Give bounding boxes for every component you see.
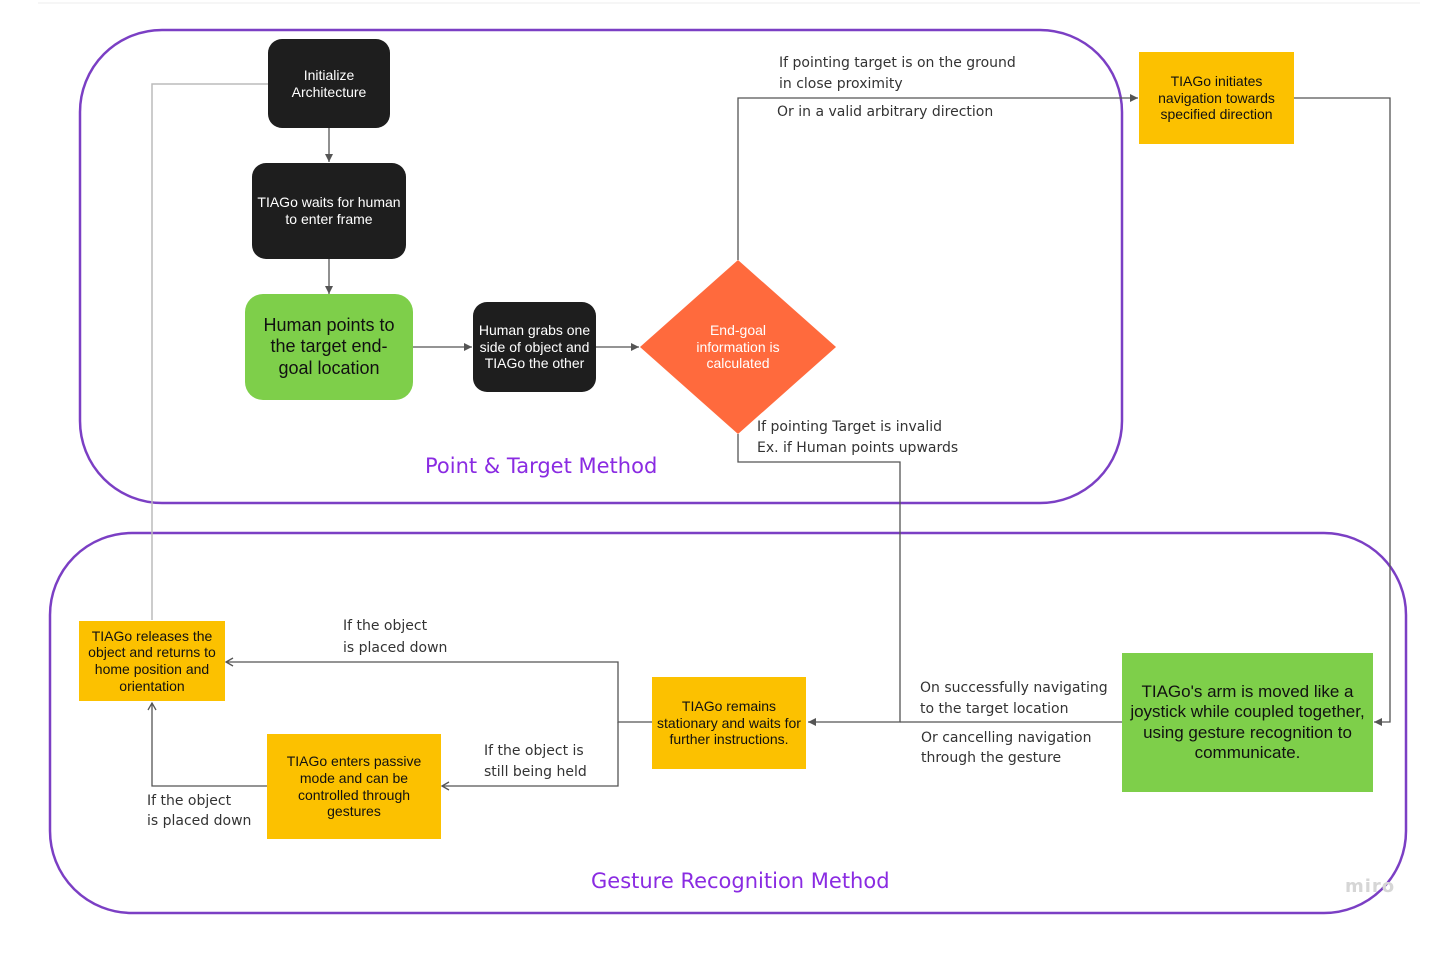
placed-down-a-label-line1: If the object (343, 618, 428, 634)
initiates-navigation-text: TIAGo initiates navigation towards speci… (1158, 73, 1275, 123)
connector-navigation-to-arm (1294, 97, 1391, 726)
valid-target-label-line1: If pointing target is on the ground (779, 55, 1016, 71)
success-nav-label-line1: On successfully navigating (920, 680, 1108, 696)
human-points-text: Human points to the target end-goal loca… (263, 315, 395, 378)
cancel-nav-label-line2: through the gesture (921, 750, 1062, 766)
connector-decision-to-navigation (737, 94, 1138, 260)
point-target-group-title: Point & Target Method (425, 454, 658, 478)
invalid-target-label-line2: Ex. if Human points upwards (757, 440, 959, 456)
miro-watermark-logo: miro (1345, 876, 1396, 897)
placed-down-a-label-line2: is placed down (343, 640, 448, 656)
gesture-group-title: Gesture Recognition Method (591, 869, 890, 893)
human-grabs-node: Human grabs one side of object and TIAGo… (473, 302, 596, 392)
invalid-target-label-line1: If pointing Target is invalid (757, 419, 943, 435)
still-held-label-line1: If the object is (484, 743, 584, 759)
connector-passive-to-release (147, 701, 267, 787)
passive-mode-text: TIAGo enters passive mode and can be con… (286, 753, 422, 820)
cancel-nav-label-line1: Or cancelling navigation (921, 730, 1092, 746)
arm-joystick-text: TIAGo's arm is moved like a joystick whi… (1130, 682, 1365, 762)
end-goal-decision-diamond (640, 260, 836, 434)
point-target-group-frame (78, 28, 1124, 505)
connector-release-to-initialize (151, 83, 268, 620)
initiates-navigation-node: TIAGo initiates navigation towards speci… (1139, 52, 1294, 144)
initialize-architecture-text: Initialize Architecture (291, 66, 367, 100)
remains-stationary-node: TIAGo remains stationary and waits for f… (652, 677, 806, 769)
remains-stationary-text: TIAGo remains stationary and waits for f… (657, 698, 801, 748)
still-held-label-line2: still being held (484, 764, 587, 780)
placed-down-b-label-line2: is placed down (147, 813, 252, 829)
human-points-node: Human points to the target end-goal loca… (245, 294, 413, 400)
releases-object-text: TIAGo releases the object and returns to… (88, 627, 216, 694)
waits-for-human-text: TIAGo waits for human to enter frame (257, 194, 401, 227)
valid-target-label-line3: Or in a valid arbitrary direction (777, 104, 994, 120)
end-goal-text-box: End-goal information is calculated (682, 318, 794, 376)
end-goal-text: End-goal information is calculated (696, 322, 780, 372)
valid-target-label-line2: in close proximity (779, 76, 903, 92)
waits-for-human-node: TIAGo waits for human to enter frame (252, 163, 406, 259)
success-nav-label-line2: to the target location (920, 701, 1069, 717)
connector-stationary-to-passive (440, 722, 619, 791)
releases-object-node: TIAGo releases the object and returns to… (79, 621, 225, 701)
arm-joystick-node: TIAGo's arm is moved like a joystick whi… (1122, 653, 1373, 792)
connector-stationary-to-release (224, 657, 652, 723)
passive-mode-node: TIAGo enters passive mode and can be con… (267, 734, 441, 839)
placed-down-b-label-line1: If the object (147, 793, 232, 809)
gesture-group-frame (48, 531, 1408, 915)
connector-decision-to-stationary (737, 434, 901, 726)
initialize-architecture-node: Initialize Architecture (268, 39, 390, 128)
human-grabs-text: Human grabs one side of object and TIAGo… (478, 322, 591, 372)
